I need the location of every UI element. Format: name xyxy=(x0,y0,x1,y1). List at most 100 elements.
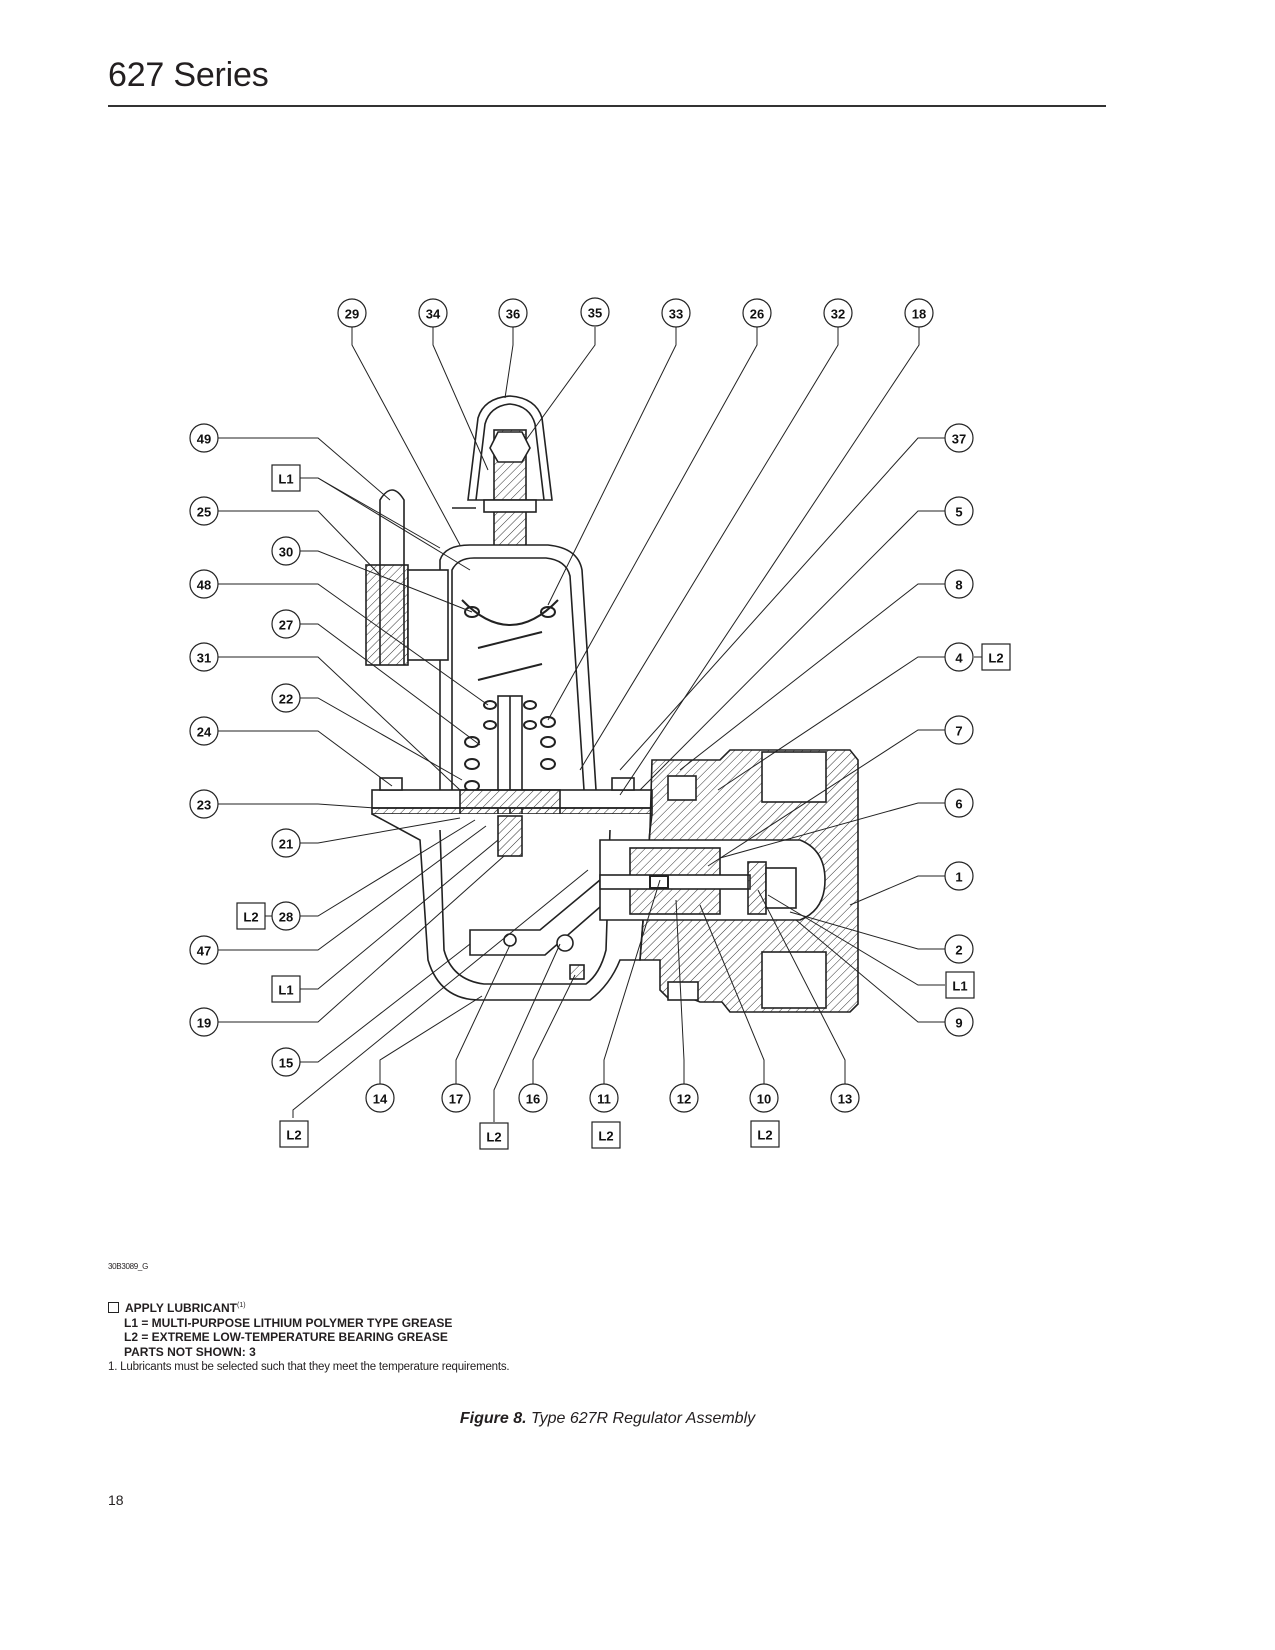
callout-circle xyxy=(271,901,301,931)
lubricant-tag-l2: L2 xyxy=(236,902,266,930)
lubricant-tag-box xyxy=(279,1120,309,1148)
lubricant-tag-box xyxy=(479,1122,509,1150)
callout-23: 23 xyxy=(189,789,219,819)
lubricant-tag-box xyxy=(236,902,266,930)
callout-number: 16 xyxy=(526,1092,540,1107)
lubricant-tag-label: L2 xyxy=(988,651,1003,666)
callout-circle xyxy=(418,298,448,328)
callout-number: 13 xyxy=(838,1092,852,1107)
legend-heading: APPLY LUBRICANT xyxy=(125,1301,238,1315)
figure-caption: Figure 8. Type 627R Regulator Assembly xyxy=(0,1410,1215,1428)
callout-number: 10 xyxy=(757,1092,771,1107)
callout-circle xyxy=(271,536,301,566)
page-number: 18 xyxy=(108,1492,124,1508)
lubricant-tag-label: L1 xyxy=(278,983,293,998)
callout-number: 48 xyxy=(197,578,211,593)
lubricant-tag-l2: L2 xyxy=(981,643,1011,671)
callout-circle xyxy=(944,1007,974,1037)
locknut xyxy=(489,431,531,463)
lubricant-tag-l1: L1 xyxy=(271,464,301,492)
callout-number: 32 xyxy=(831,307,845,322)
callout-circle xyxy=(944,788,974,818)
callout-11: 11 xyxy=(589,1083,619,1113)
lubricant-tag-l2: L2 xyxy=(279,1120,309,1148)
figure-label: Figure 8. xyxy=(459,1410,527,1427)
callout-4: 4 xyxy=(944,642,974,672)
callout-number: 28 xyxy=(279,910,293,925)
callout-15: 15 xyxy=(271,1047,301,1077)
callout-number: 11 xyxy=(597,1092,611,1107)
callout-13: 13 xyxy=(830,1083,860,1113)
figure-title: Type 627R Regulator Assembly xyxy=(531,1410,756,1427)
callout-34: 34 xyxy=(418,298,448,328)
lubricant-legend: APPLY LUBRICANT(1) L1 = MULTI-PURPOSE LI… xyxy=(108,1299,452,1359)
legend-parts-not-shown: PARTS NOT SHOWN: 3 xyxy=(124,1344,256,1359)
callout-number: 22 xyxy=(279,692,293,707)
callout-14: 14 xyxy=(365,1083,395,1113)
callout-number: 33 xyxy=(669,307,683,322)
callout-number: 15 xyxy=(279,1056,293,1071)
callout-16: 16 xyxy=(518,1083,548,1113)
legend-line-l1: L1 = MULTI-PURPOSE LITHIUM POLYMER TYPE … xyxy=(124,1315,453,1330)
lubricant-tag-box xyxy=(981,643,1011,671)
callout-circle xyxy=(830,1083,860,1113)
upper-spring-seat xyxy=(461,599,559,626)
callout-25: 25 xyxy=(189,496,219,526)
callout-circle xyxy=(189,496,219,526)
callout-number: 30 xyxy=(279,545,293,560)
callout-circle xyxy=(944,642,974,672)
callout-circle xyxy=(823,298,853,328)
callout-circle xyxy=(189,423,219,453)
callout-number: 21 xyxy=(279,837,293,852)
lubricant-tag-l2: L2 xyxy=(479,1122,509,1150)
callout-circle xyxy=(337,298,367,328)
callout-number: 31 xyxy=(197,651,211,666)
callout-6: 6 xyxy=(944,788,974,818)
callout-8: 8 xyxy=(944,569,974,599)
callout-circle xyxy=(944,861,974,891)
callout-number: 36 xyxy=(506,307,520,322)
legend-note-ref: (1) xyxy=(237,1302,246,1309)
callout-5: 5 xyxy=(944,496,974,526)
callout-circle xyxy=(742,298,772,328)
callout-circle xyxy=(580,297,610,327)
callout-circle xyxy=(271,828,301,858)
lubricant-tag-label: L1 xyxy=(952,979,967,994)
callout-1: 1 xyxy=(944,861,974,891)
callout-circle xyxy=(189,935,219,965)
callout-circle xyxy=(589,1083,619,1113)
lubricant-tag-l1: L1 xyxy=(945,971,975,999)
callout-number: 17 xyxy=(449,1092,463,1107)
callout-circle xyxy=(944,715,974,745)
callout-number: 24 xyxy=(197,725,212,740)
callout-circle xyxy=(189,1007,219,1037)
callout-number: 8 xyxy=(955,578,962,593)
callout-circle xyxy=(189,716,219,746)
callout-circle xyxy=(271,609,301,639)
vent-screen xyxy=(365,564,409,666)
lubricant-tag-label: L2 xyxy=(757,1128,772,1143)
disk xyxy=(747,861,767,915)
callout-number: 6 xyxy=(955,797,962,812)
lubricant-tag-label: L2 xyxy=(486,1130,501,1145)
lubricant-tag-box xyxy=(271,464,301,492)
callout-number: 14 xyxy=(373,1092,388,1107)
callout-circle xyxy=(944,423,974,453)
callout-number: 29 xyxy=(345,307,359,322)
leader-lines xyxy=(218,327,982,1122)
callout-circle xyxy=(189,642,219,672)
callout-10: 10 xyxy=(749,1083,779,1113)
callout-circle xyxy=(271,1047,301,1077)
callout-number: 25 xyxy=(197,505,211,520)
lubricant-tag-l2: L2 xyxy=(750,1120,780,1148)
callout-number: 1 xyxy=(955,870,962,885)
lubricant-tag-l2: L2 xyxy=(591,1121,621,1149)
callout-26: 26 xyxy=(742,298,772,328)
callout-37: 37 xyxy=(944,423,974,453)
callout-circle xyxy=(944,496,974,526)
callout-number: 47 xyxy=(197,944,211,959)
callout-28: 28 xyxy=(271,901,301,931)
legend-line-l2: L2 = EXTREME LOW-TEMPERATURE BEARING GRE… xyxy=(124,1330,448,1344)
diaphragm-head xyxy=(459,789,561,819)
callout-number: 23 xyxy=(197,798,211,813)
